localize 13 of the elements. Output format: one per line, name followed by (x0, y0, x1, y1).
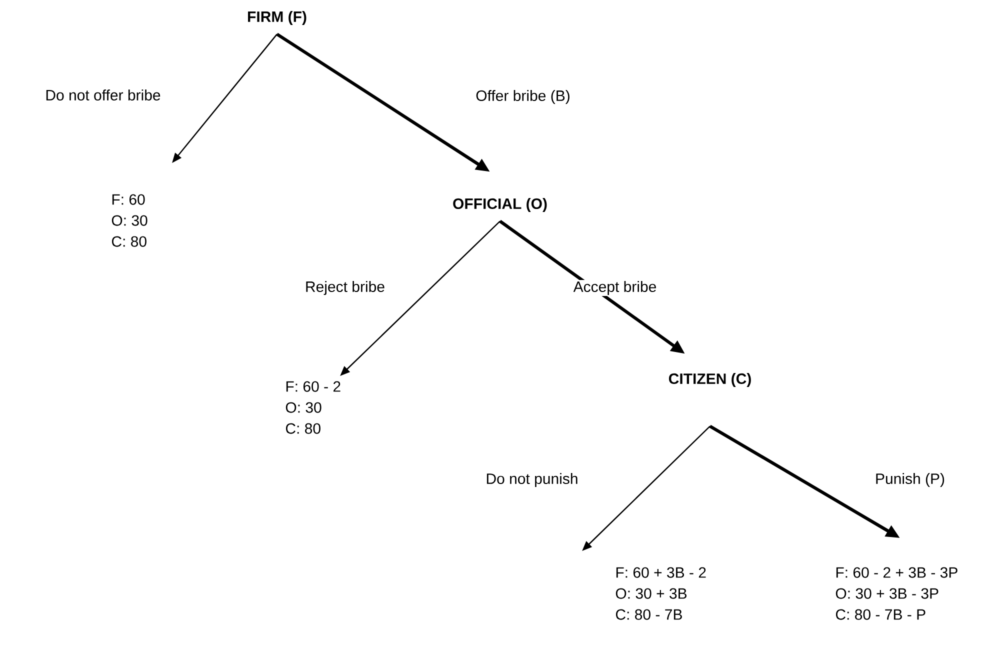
player-label: FIRM (F) (248, 11, 306, 25)
payoff-text: F: 60 - 2 + 3B - 3P O: 30 + 3B - 3P C: 80 - 7B - P (836, 567, 958, 620)
payoff-text: F: 60 + 3B - 2 O: 30 + 3B C: 80 - 7B (616, 567, 706, 620)
payoff-text: F: 60 O: 30 C: 80 (112, 194, 148, 247)
player-label: OFFICIAL (O) (453, 198, 547, 212)
edge-label: Offer bribe (B) (474, 89, 572, 105)
payoff-text: F: 60 - 2 O: 30 C: 80 (286, 381, 340, 434)
edge-label: Do not offer bribe (44, 88, 162, 102)
edge-label: Punish (P) (874, 472, 946, 488)
player-label: CITIZEN (C) (668, 373, 751, 387)
edge-label: Accept bribe (572, 280, 658, 296)
edge-label: Reject bribe (304, 280, 386, 296)
edge-label: Do not punish (484, 472, 580, 488)
